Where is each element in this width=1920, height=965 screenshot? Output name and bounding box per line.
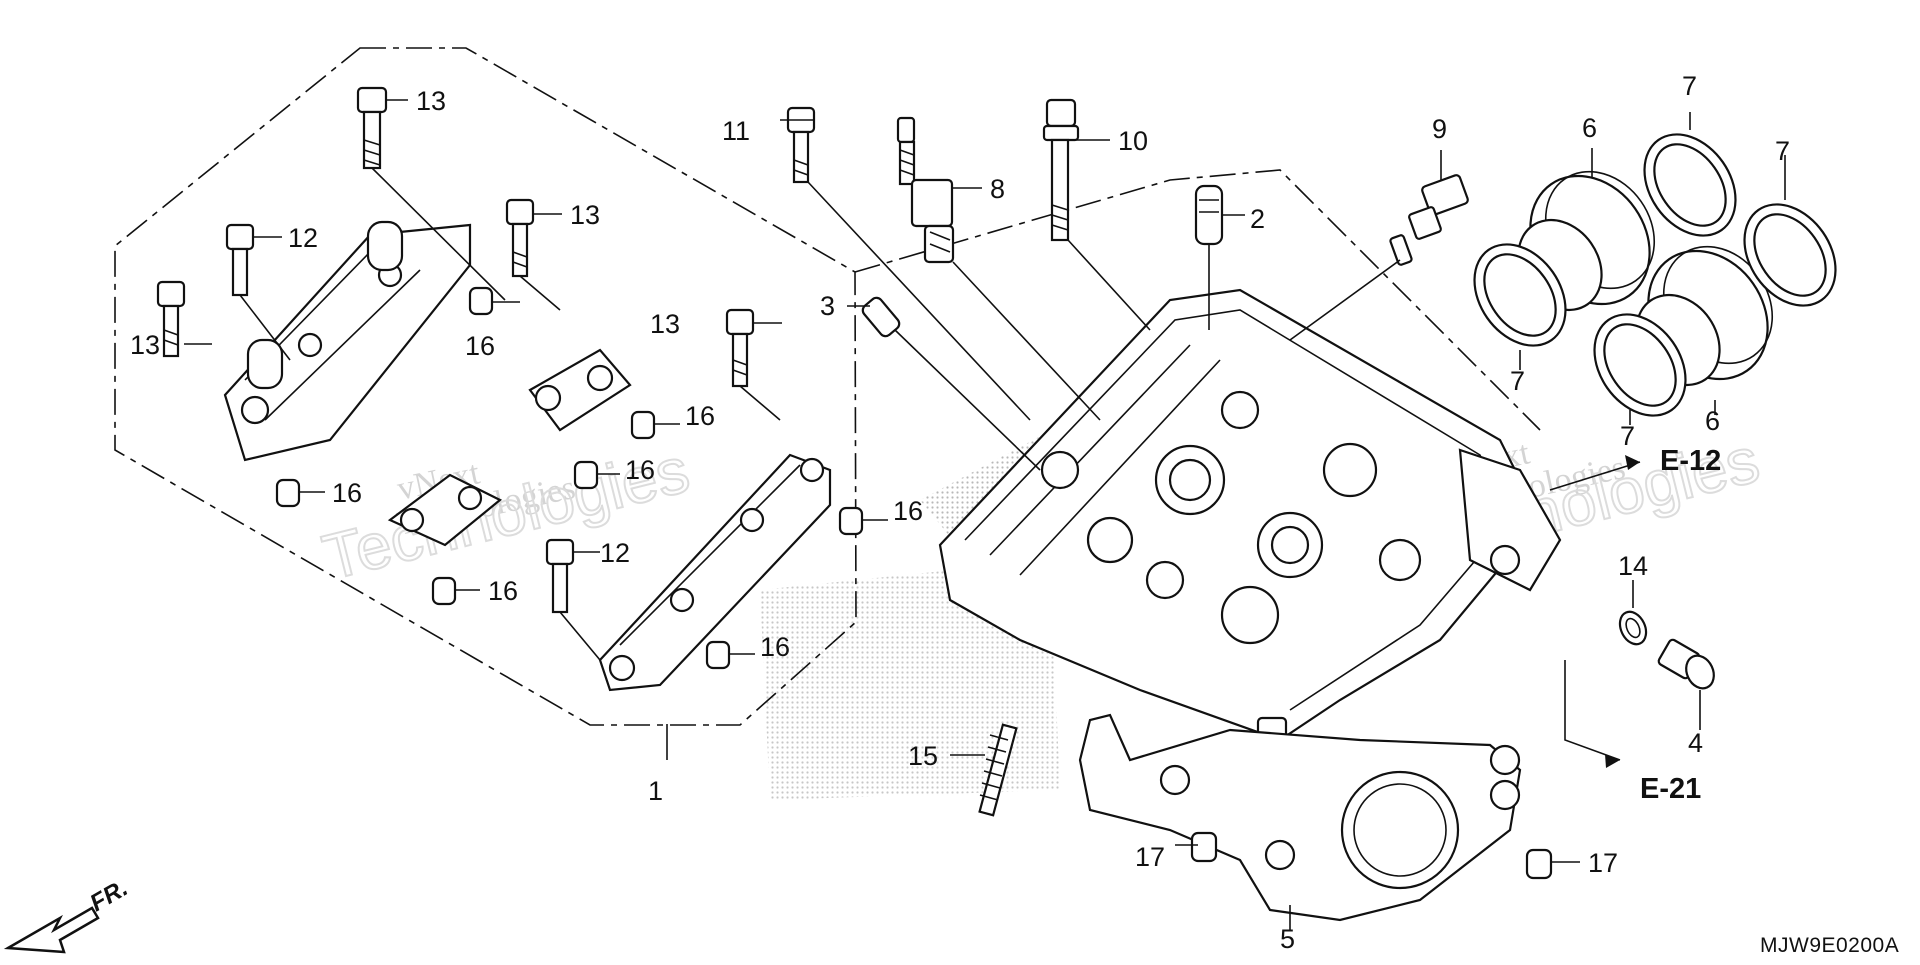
cylinder-head-group-outline: [854, 169, 1541, 431]
callout-7-bottom: 7: [1620, 421, 1635, 451]
callout-14: 14: [1618, 551, 1648, 581]
camshaft-holder-left-lower: [387, 473, 503, 547]
callout-16-a: 16: [465, 331, 495, 361]
gasket-dowels: [1190, 831, 1553, 880]
callout-7-left: 7: [1510, 366, 1525, 396]
insulator-clamps: [1473, 133, 1837, 417]
sealing-washer: [1618, 610, 1648, 646]
spark-plug: [896, 116, 955, 264]
callout-13-left: 13: [130, 330, 160, 360]
pin-3: [861, 296, 901, 338]
callout-13-middle: 13: [570, 200, 600, 230]
callout-12-upper: 12: [288, 223, 318, 253]
temperature-sensor: [1389, 174, 1469, 266]
callout-16-e: 16: [893, 496, 923, 526]
callout-16-c: 16: [625, 455, 655, 485]
callout-13-right: 13: [650, 309, 680, 339]
callout-11: 11: [722, 116, 750, 146]
bolt-10: [1042, 98, 1080, 242]
callout-17-left: 17: [1135, 842, 1165, 872]
callout-16-b: 16: [685, 401, 715, 431]
dowel-2: [1194, 184, 1224, 246]
callout-4: 4: [1688, 728, 1703, 758]
callout-6-upper: 6: [1582, 113, 1597, 143]
cylinder-head: [938, 288, 1562, 754]
part-callouts: 1 2 3 4 5 6 6 7 7 7 7 8 9 10 11 12 12 13…: [130, 71, 1790, 954]
camshaft-holder-left-upper: [223, 220, 472, 462]
callout-10: 10: [1118, 126, 1148, 156]
callout-13-top: 13: [416, 86, 446, 116]
callout-3: 3: [820, 291, 835, 321]
callout-12-lower: 12: [600, 538, 630, 568]
callout-16-g: 16: [760, 632, 790, 662]
callout-8: 8: [990, 174, 1005, 204]
callout-17-right: 17: [1588, 848, 1618, 878]
camshaft-holder-middle: [528, 348, 632, 432]
cylinder-head-gasket: [1078, 713, 1522, 922]
callout-7-top: 7: [1682, 71, 1697, 101]
reference-e12[interactable]: E-12: [1660, 445, 1721, 477]
camshaft-holder-right: [598, 453, 832, 692]
callout-15: 15: [908, 741, 938, 771]
front-direction-indicator: FR.: [3, 874, 132, 954]
dowel-pins: [275, 286, 864, 670]
stud-bolt: [978, 723, 1018, 817]
callout-16-d: 16: [332, 478, 362, 508]
callout-9: 9: [1432, 114, 1447, 144]
callout-1: 1: [648, 776, 663, 806]
bolt-11: [786, 106, 816, 184]
callout-5: 5: [1280, 924, 1295, 954]
intake-insulators: [1517, 170, 1774, 387]
callout-2: 2: [1250, 204, 1265, 234]
callout-7-right: 7: [1775, 136, 1790, 166]
callout-6-lower: 6: [1705, 406, 1720, 436]
diagram-code: MJW9E0200A: [1760, 934, 1899, 957]
callout-16-f: 16: [488, 576, 518, 606]
reference-e21[interactable]: E-21: [1640, 773, 1701, 805]
plug-bolt: [1657, 638, 1715, 690]
camshaft-holder-group-outline: [114, 47, 857, 726]
leader-lines: [184, 99, 1786, 930]
